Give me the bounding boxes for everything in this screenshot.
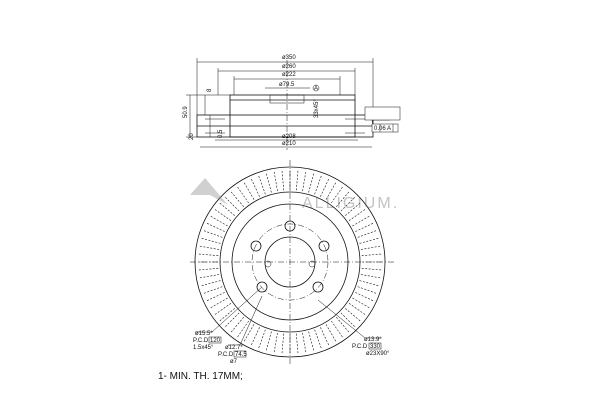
thickness-label: 20 [189,133,195,140]
dim-outer-label: ø350 [282,55,296,61]
vent-tick [273,170,278,192]
vent-tick [352,215,371,227]
dim-hat-label: ø222 [282,72,296,78]
vent-tick [198,274,220,279]
vent-tick [257,174,266,195]
vent-tick [340,195,357,212]
offset-label: 0.5 [218,129,224,138]
vent-tick [250,327,260,347]
vent-tick [205,222,225,232]
vent-dia-label: ø13.9* [364,337,382,343]
vent-tick [320,327,330,347]
dim-inner-bottom-label: ø208 [282,134,296,140]
vent-tick [302,170,307,192]
vent-tick [359,237,380,244]
height-total-label: 50.9 [183,106,189,118]
vent-tick [223,195,240,212]
pcd-label: P.C.D [193,338,209,344]
vent-tick [198,245,220,250]
vent-tick [265,172,272,193]
vent-tick [205,292,225,302]
vent-tick [200,237,221,244]
brand-logo-icon [190,178,228,205]
vent-tick [360,245,382,250]
vent-tick [202,286,223,295]
vent-tick [357,229,378,238]
side-note-label: 33x45° [314,99,320,118]
tolerance-box [371,123,399,133]
pcd-sub-label: 1.5x45° [193,345,214,351]
hat-section-outline [229,94,356,138]
stud-dia-label: ø12.7* [225,345,243,351]
vent-tick [357,286,378,295]
vent-tick [296,169,299,191]
vent-tick [308,331,315,352]
vent-tick [223,312,240,329]
vent-tick [257,329,266,350]
vent-tick [355,292,375,302]
dim-bore-label: ø79.5 [279,82,295,88]
stud-extra-label: ø7 [230,359,238,365]
vent-tick [359,280,380,287]
vent-tick [320,177,330,197]
vent-tick [302,332,307,354]
stud-pcd-value: 74.5 [235,352,247,358]
vent-tick [355,222,375,232]
side-view: ø350 ø260 ø222 ø79.5 A ø208 ø210 50.9 8 … [183,55,401,150]
vent-tick [197,253,219,256]
vent-extra-label: ø23X90° [366,351,390,357]
brand-watermark: ALLIGIUM. [190,178,399,212]
vent-tick [314,174,323,195]
vent-tick [197,268,219,271]
datum-a-marker [312,84,320,92]
vent-tick [361,253,383,256]
vent-hatching [205,118,365,134]
stud-pcd-label: P.C.D [218,352,234,358]
vent-tick [209,297,228,309]
vent-tick [340,312,357,329]
vent-tick [352,297,371,309]
vent-tick [209,215,228,227]
vent-tick [200,280,221,287]
front-view: ALLIGIUM. ø15.5* P.C.D 120 1.5x45° ø12.7… [190,160,399,365]
vent-tick [296,333,299,355]
lug-holes [250,220,330,293]
vent-tick [281,169,284,191]
vent-tick [202,229,223,238]
vent-tick [273,332,278,354]
vent-tick [308,172,315,193]
vent-tick [281,333,284,355]
tolerance-label: 0.06 A [374,126,391,132]
vent-tick [243,181,255,200]
center-bore [269,94,305,104]
vent-tick [361,268,383,271]
vent-tick [314,329,323,350]
datum-a-label: A [314,86,318,92]
vent-tick [325,324,337,343]
dimension-lines [186,58,390,148]
leader-lines [195,286,380,346]
dim-bottom-label: ø210 [282,141,296,147]
vent-pcd-label: P.C.D [352,344,368,350]
hole-dia-label: ø15.5* [195,331,213,337]
vent-pcd-value: 330 [370,344,381,350]
brand-watermark-text: ALLIGIUM. [302,195,399,212]
footnote: 1- MIN. TH. 17MM; [158,371,243,382]
vent-tick [360,274,382,279]
vent-tick [250,177,260,197]
vent-tick [265,331,272,352]
height-flange-label: 8 [207,88,213,92]
pcd-value: 120 [210,338,221,344]
dim-mid-label: ø260 [282,64,296,70]
vent-ring [197,169,383,355]
